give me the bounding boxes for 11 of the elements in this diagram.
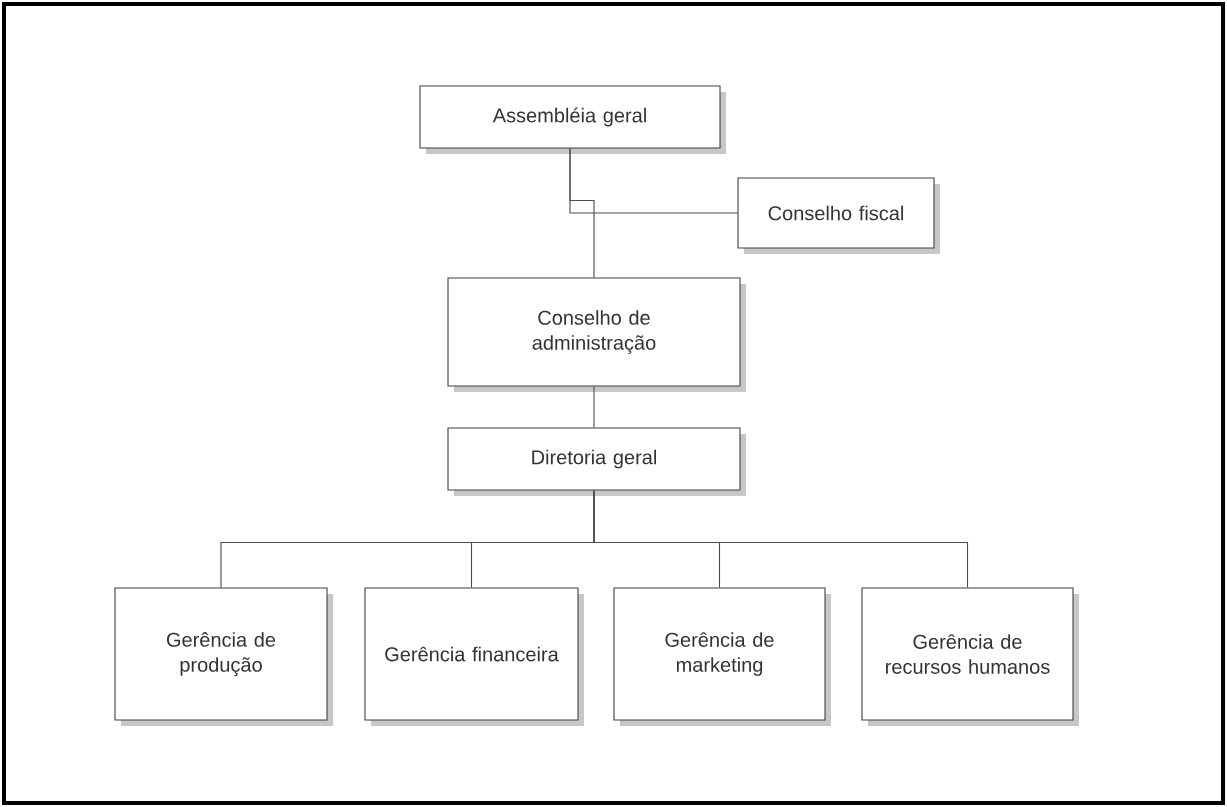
- org-box: Conselho de administração: [447, 277, 746, 392]
- connector-line: [569, 148, 738, 214]
- org-box: Conselho fiscal: [737, 177, 940, 254]
- connector-line: [593, 490, 969, 588]
- org-box: Gerência financeira: [364, 587, 584, 726]
- org-box: Gerência de produção: [114, 587, 333, 726]
- org-box: Gerência de recursos humanos: [861, 587, 1079, 726]
- org-box: Assembléia geral: [419, 85, 726, 154]
- org-box: Diretoria geral: [447, 427, 746, 496]
- connector-line: [593, 386, 595, 428]
- org-box: Gerência de marketing: [613, 587, 831, 726]
